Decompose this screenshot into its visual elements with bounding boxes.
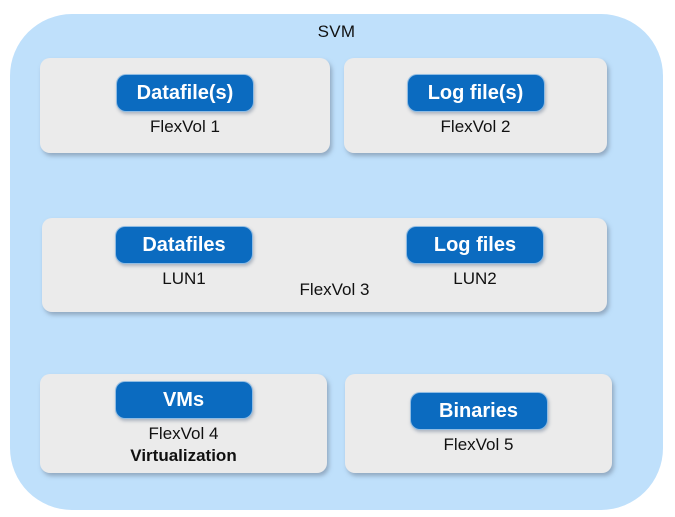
datafiles-lun-pill: Datafiles	[115, 226, 253, 264]
binaries-pill: Binaries	[409, 392, 548, 430]
flexvol5-label: FlexVol 5	[443, 435, 514, 454]
datafiles-pill: Datafile(s)	[116, 74, 254, 112]
flexvol2-box: Log file(s) FlexVol 2	[344, 58, 607, 153]
vms-pill: VMs	[114, 381, 253, 419]
lun2-group: Log files LUN2	[406, 226, 544, 289]
lun1-label: LUN1	[162, 269, 206, 288]
flexvol2-label: FlexVol 2	[440, 117, 511, 136]
flexvol5-box: Binaries FlexVol 5	[345, 374, 612, 473]
flexvol3-label: FlexVol 3	[299, 280, 370, 299]
flexvol4-box: VMs FlexVol 4 Virtualization	[40, 374, 327, 473]
lun2-label: LUN2	[453, 269, 497, 288]
logfiles-pill: Log file(s)	[406, 74, 545, 112]
logfiles-lun-pill: Log files	[406, 226, 544, 264]
lun1-group: Datafiles LUN1	[115, 226, 253, 289]
svm-container: SVM Datafile(s) FlexVol 1 Log file(s) Fl…	[10, 14, 663, 510]
virtualization-label: Virtualization	[130, 446, 237, 465]
flexvol1-box: Datafile(s) FlexVol 1	[40, 58, 330, 153]
flexvol4-label: FlexVol 4	[148, 424, 219, 443]
flexvol1-label: FlexVol 1	[150, 117, 220, 136]
flexvol3-box: Datafiles LUN1 Log files LUN2 FlexVol 3	[42, 218, 607, 312]
svm-title: SVM	[317, 22, 356, 41]
